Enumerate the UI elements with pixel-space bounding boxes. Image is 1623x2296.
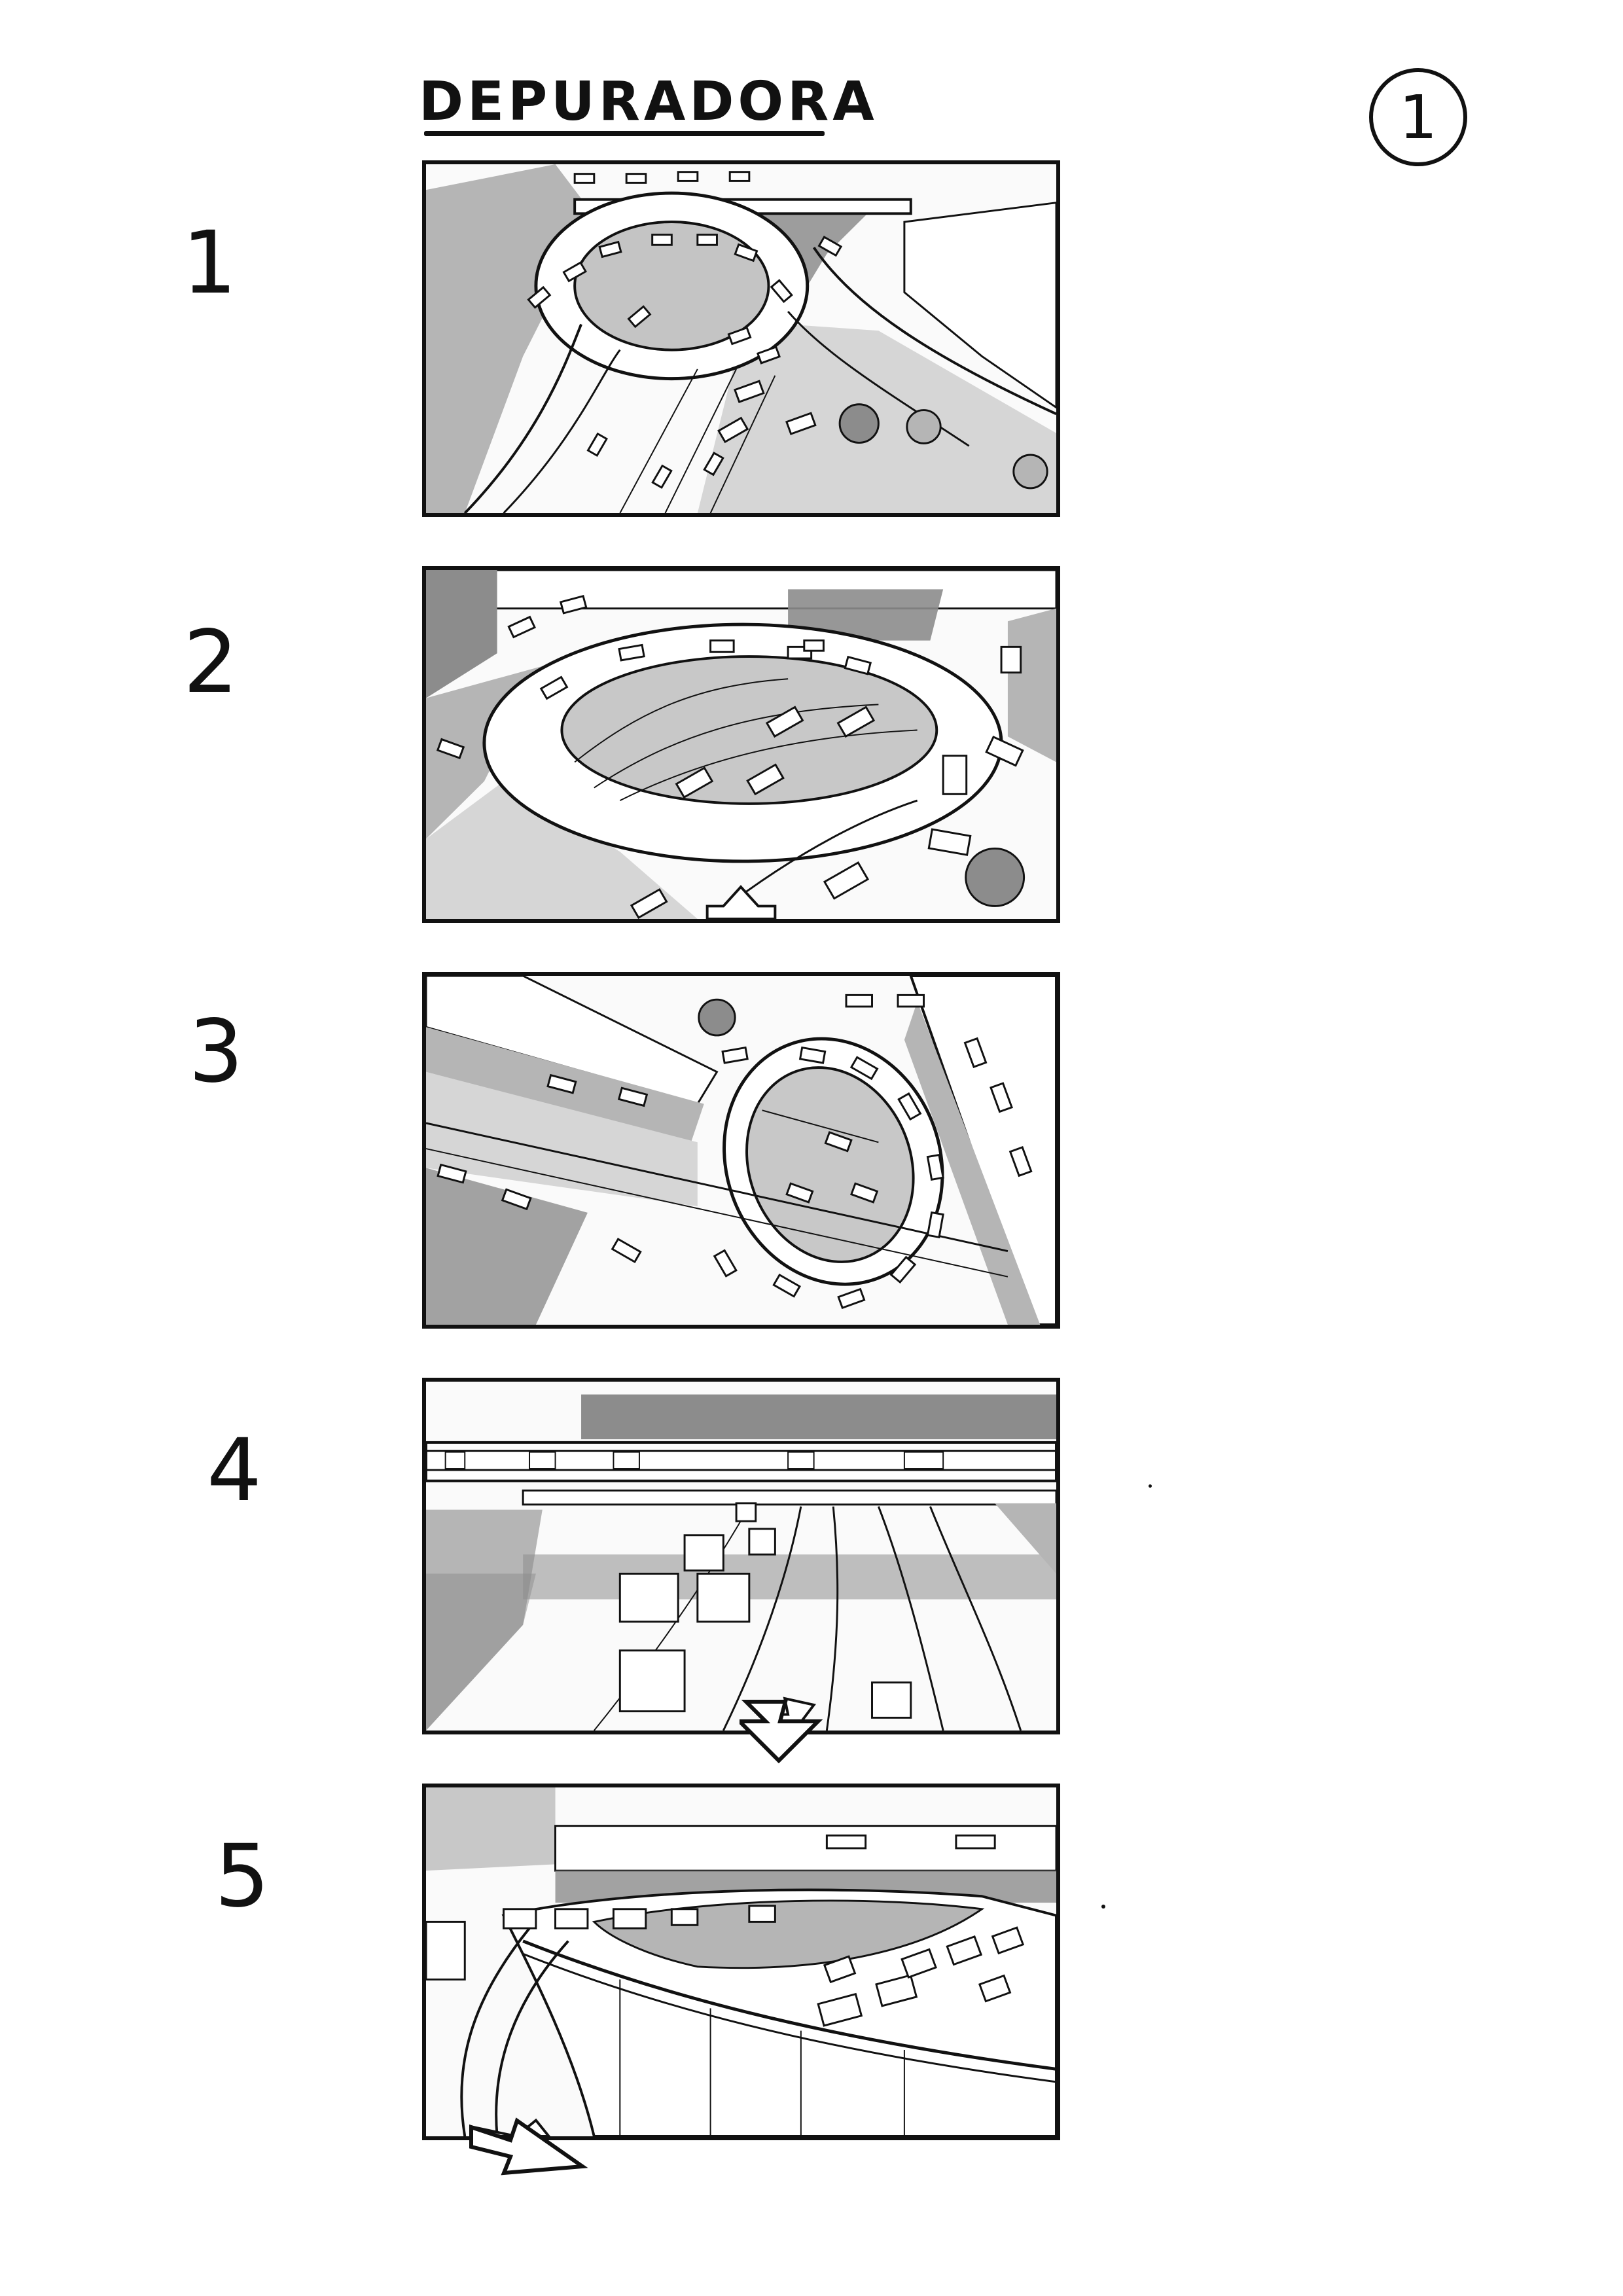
- shot-number-3: 3: [188, 1001, 243, 1102]
- storyboard-title: DEPURADORA: [419, 71, 878, 133]
- page-number-badge: 1: [1369, 68, 1467, 166]
- shot-number-2: 2: [183, 612, 238, 713]
- storyboard-panel-3: [422, 972, 1060, 1329]
- right-down-arrow-icon: [469, 2117, 588, 2176]
- pencil-mark: [1149, 1484, 1152, 1488]
- shot-number-4: 4: [207, 1420, 262, 1521]
- panel-1-sketch: [426, 164, 1056, 513]
- panel-2-sketch: [426, 570, 1056, 919]
- panel-5-sketch: [426, 1787, 1056, 2136]
- shot-number-5: 5: [215, 1826, 270, 1927]
- storyboard-panel-5: [422, 1784, 1060, 2140]
- shot-number-1: 1: [182, 213, 237, 314]
- storyboard-panel-1: [422, 160, 1060, 517]
- storyboard-panel-2: [422, 566, 1060, 923]
- panel-4-sketch: [426, 1394, 1056, 1731]
- down-arrow-icon: [740, 1700, 823, 1764]
- storyboard-panel-4: [422, 1378, 1060, 1734]
- title-underline: [424, 131, 825, 136]
- panel-3-sketch: [426, 976, 1056, 1325]
- page-number: 1: [1399, 82, 1438, 152]
- pencil-mark: [1101, 1905, 1105, 1909]
